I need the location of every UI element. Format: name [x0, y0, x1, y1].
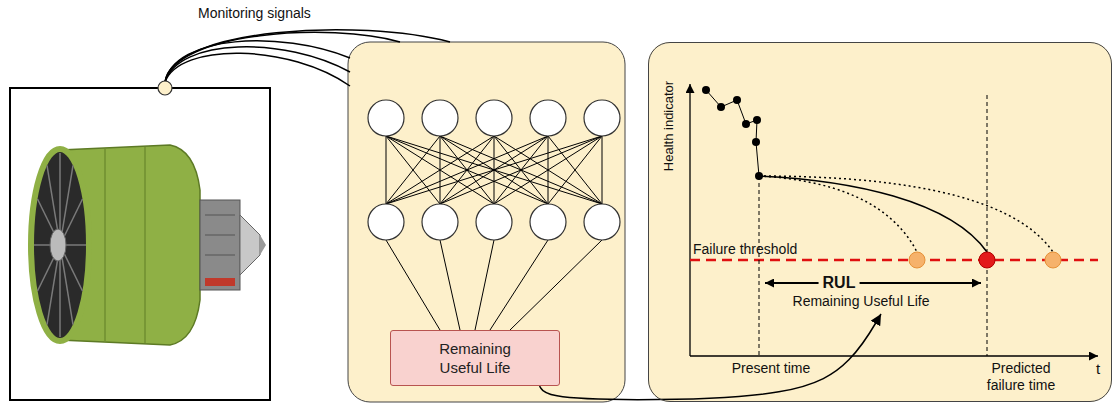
network-link [386, 136, 548, 204]
network-link [386, 136, 602, 204]
engine-picture [205, 235, 235, 236]
prediction-curve [759, 176, 987, 252]
neuron [422, 204, 458, 240]
network-link [386, 136, 494, 204]
history-point [702, 86, 763, 180]
signal-wire [165, 53, 350, 86]
network-link [386, 136, 440, 204]
network-link [602, 136, 603, 204]
chart-axis [690, 84, 1098, 356]
network-link [510, 240, 602, 330]
history-point [717, 103, 725, 111]
engine-picture [205, 255, 235, 256]
axis-title: Health indicator [661, 81, 676, 171]
signal-wire [165, 32, 400, 82]
time-marker [987, 95, 988, 356]
panel-fill [348, 42, 625, 402]
network-link [386, 136, 494, 204]
network-link [386, 136, 602, 204]
history-point [752, 138, 760, 146]
failure-point [909, 252, 925, 268]
failure-point [909, 252, 1061, 268]
network-link [386, 240, 440, 330]
rul-label: RUL [819, 274, 860, 292]
time-marker [759, 176, 760, 356]
network-link [386, 136, 387, 204]
time-label: Predicted failure time [975, 360, 1067, 394]
neuron [476, 204, 512, 240]
network-link [386, 136, 440, 204]
time-label: Present time [732, 360, 811, 376]
network-link [494, 136, 602, 204]
engine-picture [50, 229, 66, 261]
engine-picture [144, 147, 146, 343]
threshold-label: Failure threshold [693, 241, 797, 257]
network-link [490, 240, 548, 330]
time-marker [759, 95, 987, 356]
engine-picture [31, 149, 89, 341]
engine-picture [200, 200, 240, 290]
prediction-curve [759, 176, 1053, 252]
neuron [584, 100, 620, 136]
neuron [476, 100, 512, 136]
failure-point [1045, 252, 1061, 268]
chart-panel: Health indicatorFailure thresholdRULRema… [648, 42, 1112, 402]
chart-axis [690, 355, 1098, 356]
network-link [440, 136, 602, 204]
network-link [440, 136, 602, 204]
engine-picture [240, 215, 260, 275]
engine-picture [205, 215, 235, 216]
neuron [368, 100, 620, 240]
neuron [530, 100, 566, 136]
sensor-dot [158, 81, 172, 95]
chart-axis [689, 84, 690, 356]
signal-wire [165, 30, 450, 82]
neuron [368, 204, 404, 240]
failure-threshold-line [690, 259, 1098, 262]
connector-arrow [540, 314, 881, 400]
axis-label: t [1096, 360, 1100, 377]
neuron [422, 100, 458, 136]
rul-caption: Remaining Useful Life [793, 293, 930, 309]
network-link [548, 136, 602, 204]
engine-picture [260, 235, 266, 255]
network-link [548, 136, 602, 204]
history-point [733, 96, 741, 104]
history-line [706, 90, 759, 176]
engine-picture [10, 88, 270, 400]
history-point [702, 86, 710, 94]
neuron [584, 204, 620, 240]
network-link [386, 136, 602, 330]
neuron [368, 100, 404, 136]
rul-arrow [765, 282, 981, 284]
neuron [530, 204, 566, 240]
engine-picture [34, 153, 86, 337]
signal-wire [165, 30, 450, 86]
history-point [742, 120, 750, 128]
network-link [494, 136, 602, 204]
engine-picture [10, 88, 270, 400]
failure-point [979, 252, 995, 268]
engine-picture [205, 278, 235, 286]
output-label: Remaining Useful Life [425, 339, 525, 377]
history-point [753, 116, 761, 124]
history-point [755, 172, 763, 180]
panel-fill [348, 42, 1112, 402]
network-link [386, 136, 548, 204]
output-box: Remaining Useful Life [390, 330, 560, 386]
prediction-curve [759, 176, 917, 252]
signal-label: Monitoring signals [198, 5, 311, 22]
panel-fill [648, 42, 1112, 402]
signal-wire [165, 41, 350, 82]
prediction-curve [759, 176, 1053, 252]
network-link [440, 240, 460, 330]
engine-picture [104, 149, 106, 342]
network-link [475, 240, 494, 330]
